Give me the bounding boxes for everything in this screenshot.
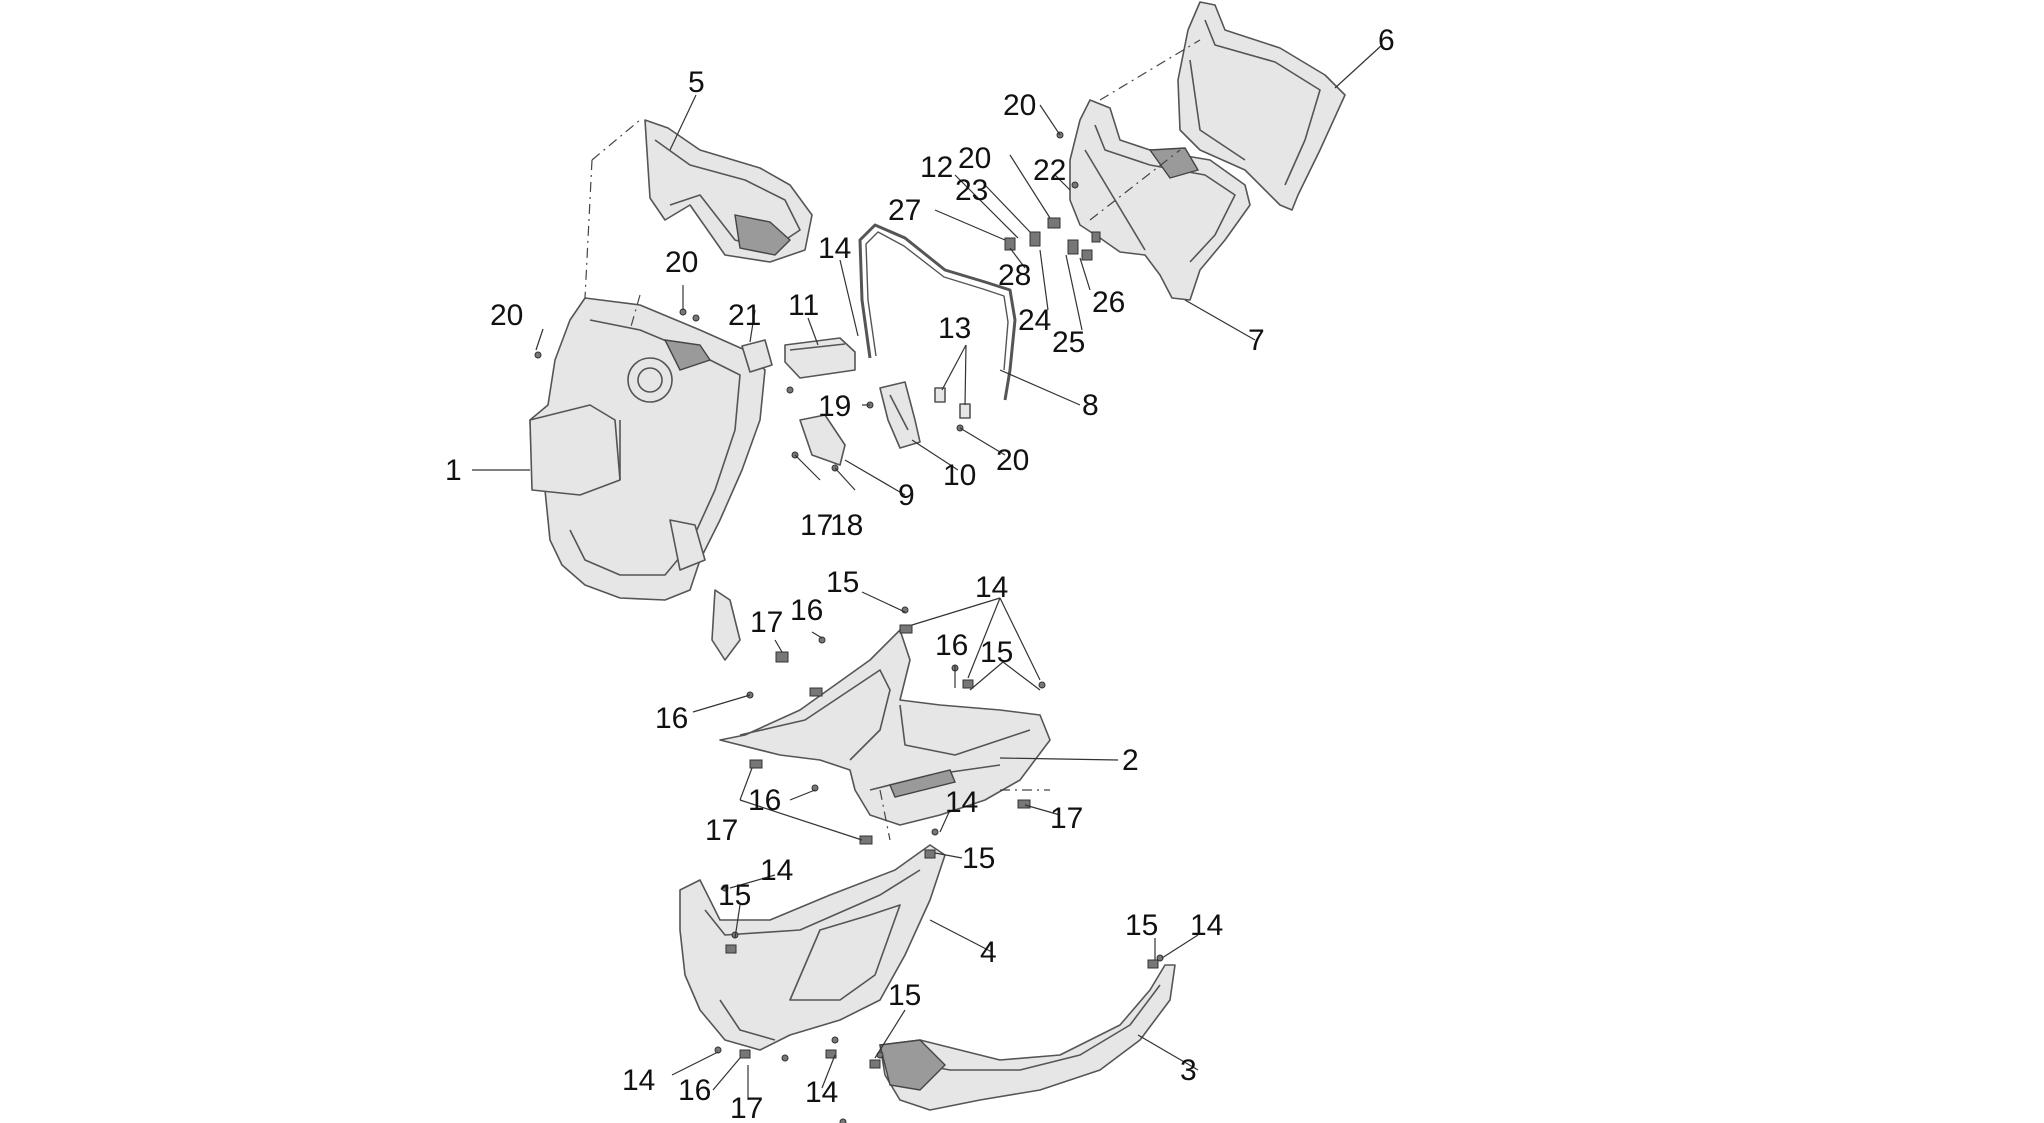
callout-7: 7 bbox=[1248, 324, 1265, 357]
callout-3: 3 bbox=[1180, 1054, 1197, 1087]
callout-21: 21 bbox=[728, 299, 761, 332]
part-21-bracket bbox=[741, 339, 773, 373]
part-2-floor-panel bbox=[719, 629, 1051, 826]
callout-14-top: 14 bbox=[818, 232, 851, 265]
callout-17-d: 17 bbox=[730, 1092, 763, 1123]
callout-6: 6 bbox=[1378, 24, 1395, 57]
callout-labels: 1 2 3 4 5 6 7 8 9 10 11 12 13 14 20 20 2… bbox=[445, 24, 1395, 1123]
part-6-front-shield bbox=[1177, 1, 1346, 211]
callout-1: 1 bbox=[445, 454, 462, 487]
callout-20-mid: 20 bbox=[958, 142, 991, 175]
callout-25: 25 bbox=[1052, 326, 1085, 359]
callout-16-e: 16 bbox=[678, 1074, 711, 1107]
part-11-tray bbox=[784, 337, 856, 379]
callout-20-center: 20 bbox=[665, 246, 698, 279]
callout-20-left: 20 bbox=[490, 299, 523, 332]
callout-14-d: 14 bbox=[1190, 909, 1223, 942]
callout-15-a: 15 bbox=[826, 566, 859, 599]
callout-16-a: 16 bbox=[790, 594, 823, 627]
callout-14-f: 14 bbox=[805, 1076, 838, 1109]
callout-2: 2 bbox=[1122, 744, 1139, 777]
callout-9: 9 bbox=[898, 479, 915, 512]
part-3-lower-skirt bbox=[879, 964, 1176, 1111]
callout-14-a: 14 bbox=[975, 571, 1008, 604]
callout-28: 28 bbox=[998, 259, 1031, 292]
callout-4: 4 bbox=[980, 936, 997, 969]
small-parts-22-28 bbox=[1004, 217, 1101, 261]
callout-15-c: 15 bbox=[962, 842, 995, 875]
callout-16-b: 16 bbox=[935, 629, 968, 662]
callout-20-top: 20 bbox=[1003, 89, 1036, 122]
callout-17-upper: 17 bbox=[800, 509, 833, 542]
callout-23: 23 bbox=[955, 174, 988, 207]
callout-15-e: 15 bbox=[1125, 909, 1158, 942]
part-7-inner-front-cover bbox=[1069, 99, 1251, 301]
callout-16-c: 16 bbox=[655, 702, 688, 735]
part-1-inner-shield bbox=[529, 297, 766, 661]
callout-13: 13 bbox=[938, 312, 971, 345]
callout-20-right: 20 bbox=[996, 444, 1029, 477]
callout-11: 11 bbox=[788, 289, 819, 322]
part-4-lower-panel bbox=[679, 844, 946, 1051]
leader-lines bbox=[472, 44, 1383, 1100]
callout-19: 19 bbox=[818, 390, 851, 423]
callout-17-b: 17 bbox=[705, 814, 738, 847]
callout-8: 8 bbox=[1082, 389, 1099, 422]
callout-14-c: 14 bbox=[760, 854, 793, 887]
callout-22: 22 bbox=[1033, 154, 1066, 187]
callout-10: 10 bbox=[943, 459, 976, 492]
fasteners bbox=[534, 131, 1164, 1123]
callout-24: 24 bbox=[1018, 304, 1051, 337]
callout-27: 27 bbox=[888, 194, 921, 227]
callout-15-b: 15 bbox=[980, 636, 1013, 669]
part-13-clips bbox=[934, 387, 971, 419]
callout-26: 26 bbox=[1092, 286, 1125, 319]
part-10-bracket bbox=[879, 381, 921, 449]
callout-17-a: 17 bbox=[750, 606, 783, 639]
callout-14-b: 14 bbox=[945, 786, 978, 819]
assembly-lines bbox=[584, 39, 1201, 841]
part-9-plate bbox=[799, 414, 846, 466]
callout-5: 5 bbox=[688, 66, 705, 99]
callout-17-c: 17 bbox=[1050, 802, 1083, 835]
callout-12: 12 bbox=[920, 151, 953, 184]
callout-15-f: 15 bbox=[888, 979, 921, 1012]
part-5-upper-cover bbox=[644, 119, 813, 263]
callout-15-d: 15 bbox=[718, 879, 751, 912]
part-8-seal-cord bbox=[858, 223, 1017, 401]
callout-14-e: 14 bbox=[622, 1064, 655, 1097]
callout-16-d: 16 bbox=[748, 784, 781, 817]
callout-18: 18 bbox=[830, 509, 863, 542]
